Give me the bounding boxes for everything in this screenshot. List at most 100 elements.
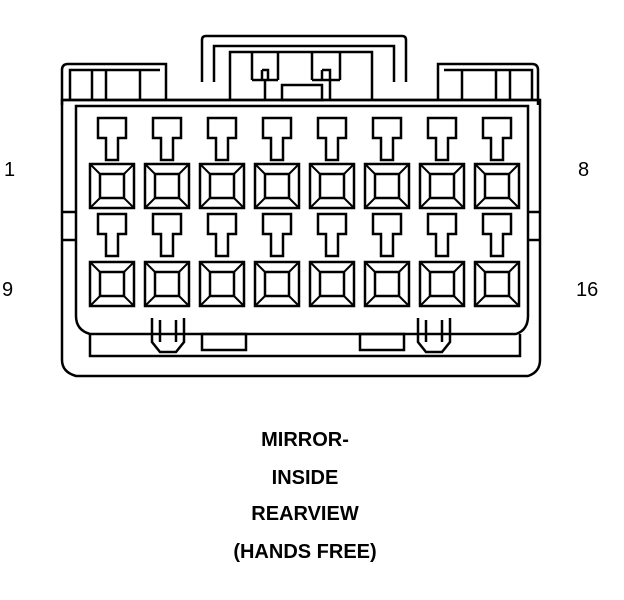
pin-latch-tab — [426, 212, 458, 258]
pin-latch-tab — [316, 212, 348, 258]
pin-terminal-outer — [308, 162, 356, 210]
pin-terminal-inner — [483, 172, 511, 200]
pin-cavity-15 — [418, 212, 466, 308]
connector-body — [60, 34, 542, 378]
pin-terminal-chamfer — [199, 261, 245, 307]
pin-terminal-chamfer — [364, 261, 410, 307]
pin-cavity-3 — [198, 116, 246, 210]
pin-latch-tab — [371, 116, 403, 162]
pin-cavity-11 — [198, 212, 246, 308]
pin-terminal-outer — [473, 260, 521, 308]
pin-latch-tab — [371, 212, 403, 258]
pin-terminal-inner — [208, 270, 236, 298]
pin-cavity-16 — [473, 212, 521, 308]
pin-terminal-chamfer — [254, 261, 300, 307]
pin-terminal-inner — [483, 270, 511, 298]
pin-terminal-inner — [373, 270, 401, 298]
pin-terminal-inner — [153, 172, 181, 200]
pin-terminal-chamfer — [89, 261, 135, 307]
pin-terminal-inner — [428, 172, 456, 200]
pin-terminal-chamfer — [89, 163, 135, 209]
caption-line-4: (HANDS FREE) — [233, 541, 376, 563]
caption: MIRROR- INSIDE REARVIEW (HANDS FREE) — [233, 429, 376, 563]
pin-cavity-4 — [253, 116, 301, 210]
pin-latch-tab — [96, 116, 128, 162]
pin-cavity-12 — [253, 212, 301, 308]
caption-line-1: MIRROR- — [261, 429, 349, 451]
outer-shell — [60, 98, 542, 378]
pin-label-8: 8 — [578, 159, 589, 181]
pin-cavity-13 — [308, 212, 356, 308]
pin-terminal-inner — [318, 270, 346, 298]
inner-shell — [74, 104, 530, 336]
bottom-keys — [88, 318, 522, 358]
pin-cavity-1 — [88, 116, 136, 210]
pin-latch-tab — [96, 212, 128, 258]
pin-cavity-6 — [363, 116, 411, 210]
pin-terminal-outer — [363, 260, 411, 308]
pin-terminal-outer — [308, 260, 356, 308]
pin-label-9: 9 — [2, 279, 13, 301]
pin-terminal-inner — [373, 172, 401, 200]
pin-terminal-outer — [88, 162, 136, 210]
pin-latch-tab — [206, 212, 238, 258]
pin-terminal-chamfer — [144, 261, 190, 307]
pin-cavity-5 — [308, 116, 356, 210]
pin-terminal-chamfer — [309, 261, 355, 307]
pin-terminal-chamfer — [474, 163, 520, 209]
pin-terminal-inner — [208, 172, 236, 200]
right-side-notch — [528, 210, 540, 242]
pin-terminal-outer — [418, 260, 466, 308]
pin-cavity-9 — [88, 212, 136, 308]
pin-latch-tab — [151, 116, 183, 162]
pin-terminal-outer — [253, 260, 301, 308]
pin-terminal-chamfer — [144, 163, 190, 209]
pin-latch-tab — [481, 116, 513, 162]
pin-cavities — [88, 116, 521, 308]
pin-terminal-outer — [143, 162, 191, 210]
pin-terminal-outer — [253, 162, 301, 210]
pin-terminal-chamfer — [199, 163, 245, 209]
pin-terminal-inner — [263, 270, 291, 298]
pin-terminal-inner — [263, 172, 291, 200]
pin-terminal-inner — [98, 270, 126, 298]
pin-latch-tab — [151, 212, 183, 258]
right-ear — [436, 62, 540, 105]
pin-terminal-outer — [473, 162, 521, 210]
pin-cavity-8 — [473, 116, 521, 210]
pin-label-1: 1 — [4, 159, 15, 181]
pin-terminal-inner — [318, 172, 346, 200]
pin-terminal-outer — [88, 260, 136, 308]
pin-cavity-2 — [143, 116, 191, 210]
pin-terminal-chamfer — [419, 261, 465, 307]
pin-terminal-outer — [143, 260, 191, 308]
pin-terminal-outer — [198, 162, 246, 210]
pin-terminal-chamfer — [474, 261, 520, 307]
pin-terminal-outer — [198, 260, 246, 308]
pin-latch-tab — [206, 116, 238, 162]
pin-cavity-14 — [363, 212, 411, 308]
caption-line-3: REARVIEW — [251, 503, 359, 525]
pin-terminal-chamfer — [419, 163, 465, 209]
pin-latch-tab — [316, 116, 348, 162]
pin-cavity-10 — [143, 212, 191, 308]
caption-line-2: INSIDE — [272, 467, 339, 489]
pin-latch-tab — [261, 116, 293, 162]
pin-terminal-chamfer — [254, 163, 300, 209]
pin-latch-tab — [426, 116, 458, 162]
pin-cavity-7 — [418, 116, 466, 210]
left-ear — [60, 62, 168, 105]
pin-terminal-outer — [363, 162, 411, 210]
top-latch — [200, 34, 408, 102]
left-side-notch — [62, 210, 76, 242]
pin-terminal-inner — [98, 172, 126, 200]
pin-terminal-inner — [428, 270, 456, 298]
pin-terminal-chamfer — [364, 163, 410, 209]
pin-latch-tab — [261, 212, 293, 258]
pin-terminal-inner — [153, 270, 181, 298]
pin-latch-tab — [481, 212, 513, 258]
pin-terminal-chamfer — [309, 163, 355, 209]
pin-terminal-outer — [418, 162, 466, 210]
pin-label-16: 16 — [576, 279, 598, 301]
